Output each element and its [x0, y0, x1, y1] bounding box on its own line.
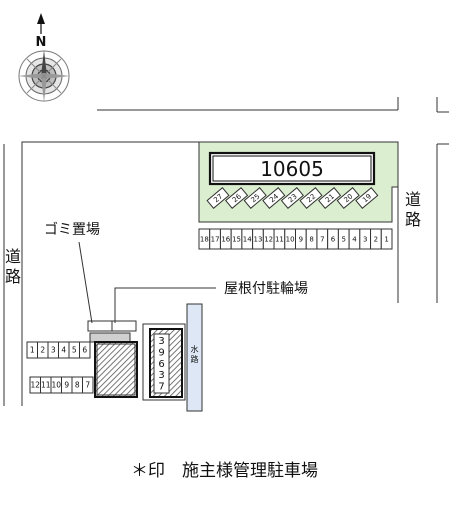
- upper-row-number: 4: [352, 236, 357, 244]
- diagonal-stall: 22: [299, 187, 323, 209]
- upper-row-stall: [380, 228, 393, 250]
- upper-row-number: 12: [264, 236, 273, 244]
- left-row-b-number: 12: [30, 381, 40, 390]
- diagonal-stall: 21: [318, 187, 342, 209]
- vertical-parking-block: [142, 323, 186, 401]
- upper-row-number: 8: [309, 236, 313, 244]
- building-number: 10605: [260, 156, 324, 181]
- bike-shelter: [94, 341, 138, 398]
- diagonal-stall: 20: [336, 187, 360, 209]
- diagonal-stall: 27: [206, 187, 230, 209]
- vertical-number: 3: [158, 336, 164, 347]
- upper-row-number: 18: [200, 236, 209, 244]
- diagonal-stall: 26: [225, 187, 249, 209]
- left-row-a-number: 6: [82, 346, 87, 355]
- upper-row-number: 10: [286, 236, 295, 244]
- waterway-label-char-2: 路: [191, 354, 199, 364]
- upper-row-number: 9: [299, 236, 303, 244]
- north-label: N: [36, 35, 47, 50]
- upper-row-number: 16: [221, 236, 230, 244]
- left-row-b-stall: [82, 376, 94, 394]
- diagonal-number: 20: [343, 192, 355, 204]
- upper-row-number: 3: [363, 236, 367, 244]
- left-row-b-number: 9: [64, 381, 69, 390]
- bike-shelter-label: 屋根付駐輪場: [224, 280, 308, 297]
- garbage-area: [87, 320, 137, 343]
- road-left-label-char-2: 路: [5, 267, 21, 286]
- upper-row-number: 15: [232, 236, 241, 244]
- left-row-a-number: 3: [51, 346, 56, 355]
- vertical-number: 9: [158, 347, 164, 358]
- diagonal-number: 25: [250, 192, 262, 204]
- upper-row-number: 11: [275, 236, 284, 244]
- footnote: ＊印 施主様管理駐車場: [131, 461, 318, 481]
- diagonal-stall: 25: [243, 187, 267, 209]
- left-row-b-number: 8: [75, 381, 80, 390]
- diagonal-number: 27: [212, 192, 224, 204]
- left-row-a-stall: [79, 341, 91, 359]
- site-boundary: [3, 141, 449, 406]
- left-row-a-number: 1: [30, 346, 35, 355]
- waterway-label-char-1: 水: [191, 344, 199, 354]
- road-left-label-char-1: 道: [5, 247, 21, 266]
- left-row-a-number: 4: [61, 346, 66, 355]
- left-row-a-number: 5: [72, 346, 77, 355]
- upper-row-number: 2: [374, 236, 378, 244]
- diagonal-stall: 23: [280, 187, 304, 209]
- diagonal-number: 22: [305, 192, 317, 204]
- compass-icon: N: [18, 13, 70, 102]
- road-right-label-char-2: 路: [405, 210, 421, 229]
- upper-row-number: 1: [384, 236, 388, 244]
- upper-row-number: 14: [243, 236, 252, 244]
- upper-row-number: 7: [320, 236, 324, 244]
- leader-lines: [78, 241, 216, 324]
- diagonal-number: 21: [324, 192, 336, 204]
- building: [208, 151, 376, 186]
- left-row-b-number: 11: [41, 381, 51, 390]
- road-north: [97, 97, 449, 113]
- upper-row-number: 5: [342, 236, 346, 244]
- vertical-number: 3: [158, 370, 164, 381]
- diagonal-stall: 19: [355, 187, 379, 209]
- diagonal-stall: 24: [262, 187, 286, 209]
- left-row-a-number: 2: [40, 346, 45, 355]
- upper-row-number: 6: [331, 236, 336, 244]
- road-right-label-char-1: 道: [405, 190, 421, 209]
- vertical-number: 7: [158, 382, 164, 393]
- diagonal-number: 23: [287, 192, 299, 204]
- diagonal-number: 19: [361, 192, 373, 204]
- upper-row-number: 13: [254, 236, 263, 244]
- garbage-label: ゴミ置場: [44, 221, 100, 238]
- left-row-b-number: 7: [85, 381, 90, 390]
- upper-row-number: 17: [211, 236, 220, 244]
- left-row-b-number: 10: [51, 381, 61, 390]
- vertical-number: 6: [158, 359, 164, 370]
- waterway: 水 路: [186, 303, 203, 412]
